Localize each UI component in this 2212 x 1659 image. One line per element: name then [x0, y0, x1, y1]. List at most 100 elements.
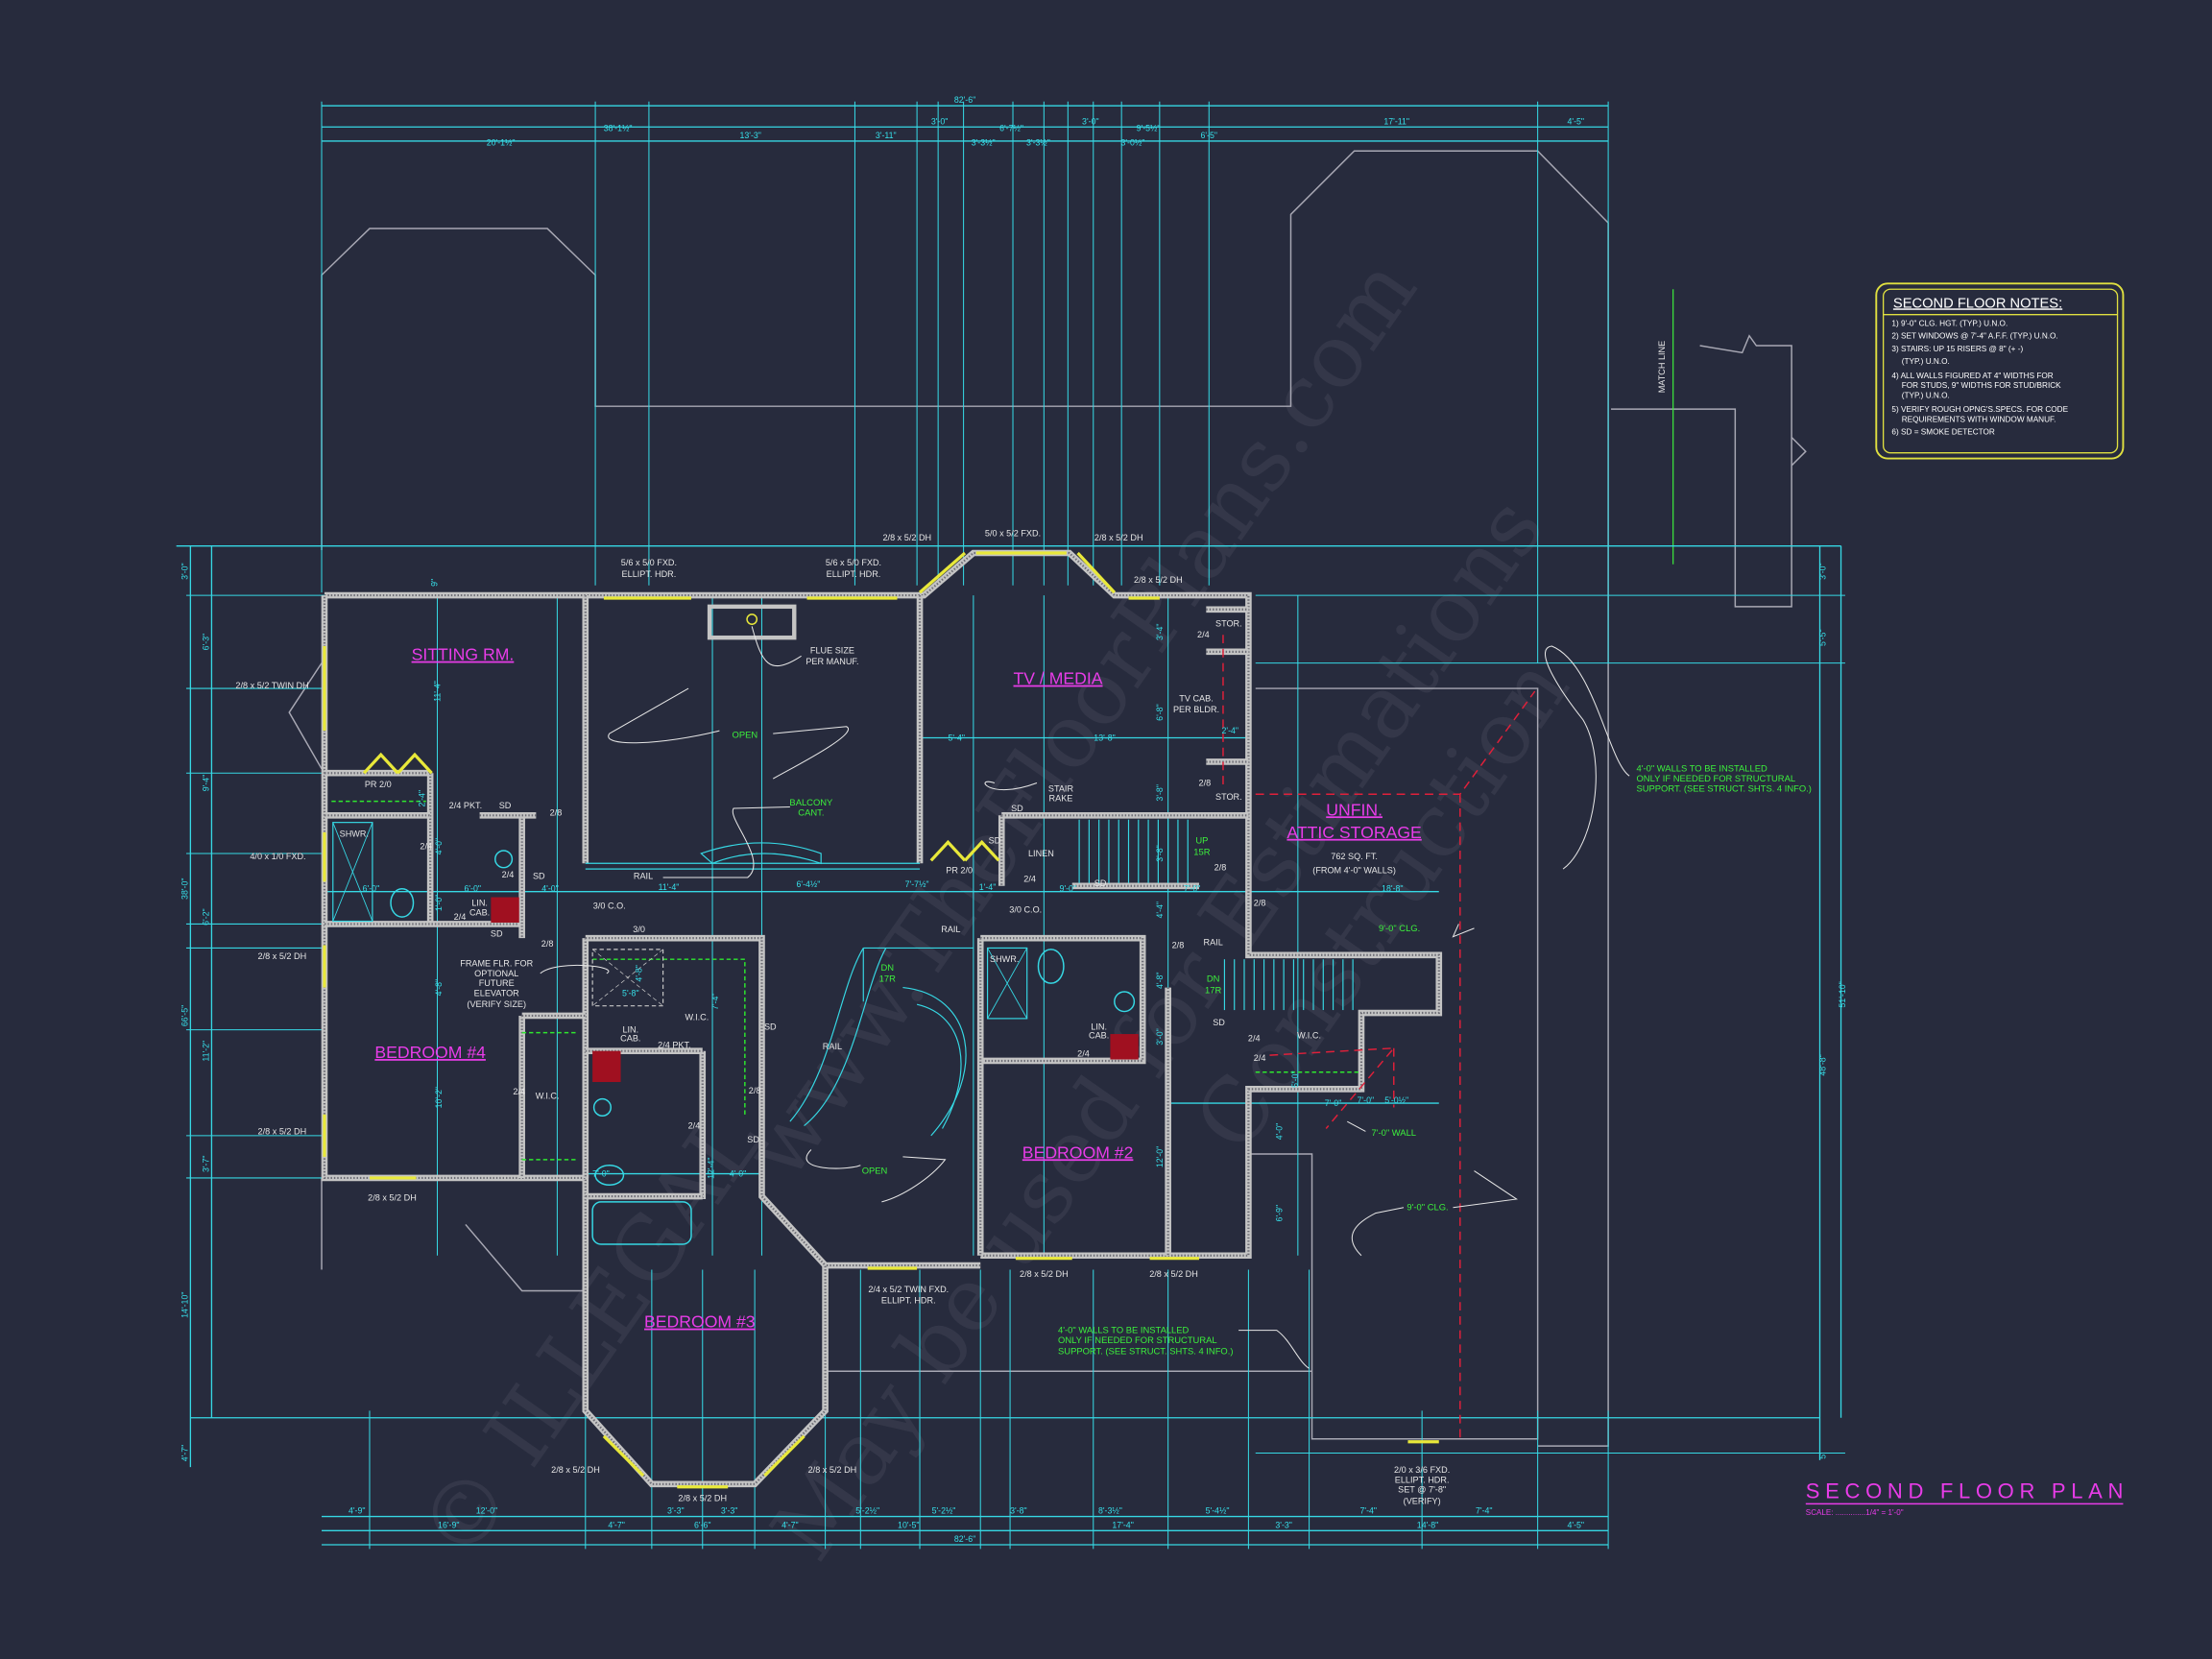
- window: [1076, 551, 1117, 594]
- annotation: 2/8: [749, 1086, 761, 1095]
- annotation: 2/4: [513, 1087, 525, 1096]
- green-note: CANT.: [798, 806, 824, 817]
- dimension-label: 9'-5½": [1137, 124, 1161, 133]
- window-label: 2/8 x 5/2 DH: [258, 951, 307, 961]
- door-swing: [929, 839, 967, 862]
- dashed-overlays: [331, 635, 1536, 1439]
- room-name: BEDROOM #3: [644, 1312, 756, 1332]
- title-block: SECOND FLOOR PLAN SCALE: ..............1…: [1806, 1479, 2124, 1517]
- room-name: BEDROOM #2: [1022, 1142, 1134, 1162]
- window-label: 2/8 x 5/2 TWIN DH: [235, 681, 308, 690]
- note-item: (TYP.) U.N.O.: [1902, 357, 1950, 366]
- leader-lines: [540, 626, 1630, 1369]
- linen-cabinet: [1110, 1034, 1139, 1060]
- note-item: 4) ALL WALLS FIGURED AT 4" WIDTHS FOR: [1891, 372, 2053, 380]
- stairs: [585, 819, 1354, 1137]
- annotation: 2/4: [688, 1121, 701, 1131]
- annotation: 2/4: [1248, 1033, 1261, 1043]
- dimension-label: 3'-0": [1817, 563, 1827, 580]
- annotation: 3/0 C.O.: [1009, 905, 1042, 915]
- annotation: SD: [491, 929, 503, 939]
- dimension-label: 2'-4": [417, 790, 426, 807]
- dimension-label: 3'-4": [1155, 624, 1165, 641]
- window-label: 2/8 x 5/2 DH: [678, 1493, 727, 1503]
- annotation: 2/4: [502, 870, 515, 879]
- dimension-label: 11'-4": [432, 681, 442, 702]
- annotation: SD: [989, 836, 1001, 846]
- linen-cabinet: [491, 897, 519, 923]
- room-name: SITTING RM.: [412, 645, 515, 664]
- annotation: SD: [1213, 1018, 1225, 1027]
- dimension-label: 6'-6": [694, 1520, 711, 1529]
- window-label: ELLIPT. HDR.: [622, 569, 677, 579]
- dimension-label: 3'-3½": [1026, 137, 1050, 147]
- annotation: PER BLDR.: [1173, 705, 1219, 714]
- dimension-label: 6'-0": [464, 884, 481, 894]
- green-note: SUPPORT. (SEE STRUCT. SHTS. 4 INFO.): [1636, 782, 1811, 793]
- windows: [323, 551, 1439, 1489]
- dimension-label: 3'-0": [931, 116, 949, 126]
- annotation: SD: [747, 1135, 759, 1144]
- attic-area-label: (FROM 4'-0" WALLS): [1312, 866, 1396, 876]
- dimension-label: 4'-0": [730, 1168, 747, 1178]
- window-label: 2/8 x 5/2 DH: [1020, 1269, 1069, 1279]
- annotation: RAKE: [1049, 794, 1073, 804]
- dimension-label: 7'-7½": [905, 879, 929, 889]
- note-item: REQUIREMENTS WITH WINDOW MANUF.: [1902, 415, 2056, 423]
- dimension-label: 5'-0½": [1384, 1095, 1408, 1105]
- annotation: 3/0 C.O.: [593, 901, 626, 910]
- dimension-label: 3'-3": [721, 1506, 738, 1516]
- window-label: 5/0 x 5/2 FXD.: [985, 528, 1041, 538]
- dimension-label: 3'-8": [1155, 845, 1165, 862]
- green-note: 9'-0" CLG.: [1379, 923, 1420, 933]
- dimension-label: 4'-8": [1155, 972, 1165, 989]
- window-label: 2/8 x 5/2 DH: [882, 533, 931, 542]
- dimension-label: 17'-4": [1112, 1520, 1133, 1529]
- attic-area-label: 762 SQ. FT.: [1331, 852, 1378, 861]
- window-label: (VERIFY): [1404, 1496, 1441, 1505]
- dimension-label: 10'-5": [898, 1520, 919, 1529]
- annotation: 3/0: [633, 925, 645, 934]
- annotation: SD: [764, 1022, 777, 1032]
- match-line-label: MATCH LINE: [1657, 341, 1667, 394]
- dimension-label: 4'-4": [1155, 902, 1165, 919]
- window-label: ELLIPT. HDR.: [827, 569, 881, 579]
- green-note: OPEN: [733, 729, 758, 739]
- dimension-label: 4'-7": [608, 1520, 625, 1529]
- dimension-label: 5'-8": [622, 988, 639, 998]
- linen-cabinet: [592, 1050, 621, 1083]
- window: [763, 1434, 805, 1478]
- dimension-label: 13'-8": [1094, 733, 1115, 742]
- window-label: 2/8 x 5/2 DH: [808, 1465, 857, 1475]
- dimension-label: 4'-7": [781, 1520, 799, 1529]
- dimension-label: 5'-2½": [932, 1506, 956, 1516]
- annotation: PER MANUF.: [805, 657, 858, 666]
- annotation: OPTIONAL: [474, 969, 518, 978]
- green-note: 4'-0" WALLS TO BE INSTALLED: [1058, 1325, 1190, 1335]
- green-note: 15R: [1193, 846, 1210, 856]
- annotation: SD: [1094, 878, 1107, 888]
- drawing-scale: SCALE: ..............1/4" = 1'-0": [1806, 1508, 1904, 1517]
- note-item: 6) SD = SMOKE DETECTOR: [1891, 428, 1994, 437]
- green-note: 7'-0" WALL: [1371, 1127, 1416, 1138]
- annotation: W.I.C.: [536, 1092, 560, 1101]
- dimension-label: 10'-2": [434, 1087, 444, 1108]
- annotation: FRAME FLR. FOR: [460, 959, 533, 969]
- window-label: 2/8 x 5/2 DH: [258, 1126, 307, 1136]
- dimension-label: 7'-4": [710, 993, 720, 1010]
- dimension-label: 4'-8": [635, 965, 644, 982]
- dimension-label: 3'-3": [1275, 1520, 1292, 1529]
- window-label: 4/0 x 1/0 FXD.: [250, 852, 305, 861]
- sink-icon: [592, 1097, 612, 1118]
- annotation: FUTURE: [479, 978, 515, 988]
- dimension-lines: [176, 101, 1845, 1550]
- dimension-label: 38'-0": [180, 878, 189, 900]
- window-label: 2/8 x 5/2 DH: [1134, 575, 1183, 585]
- note-item: 5) VERIFY ROUGH OPNG'S.SPECS. FOR CODE: [1891, 405, 2068, 414]
- annotation: PR 2/0: [365, 780, 392, 789]
- dimension-label: 2'-4": [1222, 726, 1239, 735]
- dimension-label: 66'-5": [180, 1005, 189, 1026]
- annotation: CAB.: [1089, 1030, 1109, 1040]
- window-label: 2/8 x 5/2 DH: [551, 1465, 600, 1475]
